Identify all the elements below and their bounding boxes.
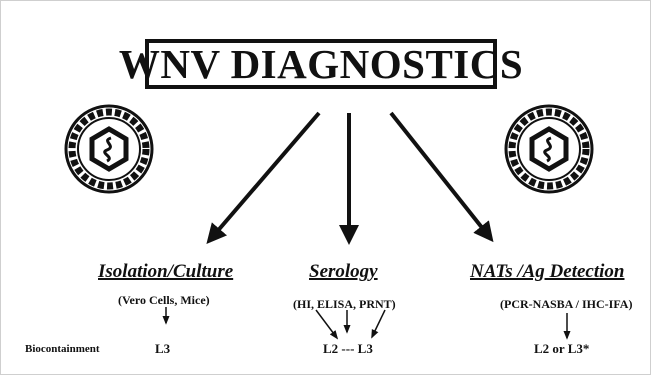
heading-nats-ag-detection: NATs /Ag Detection bbox=[470, 261, 625, 282]
arrow-serology-level-left bbox=[315, 309, 339, 340]
heading-serology: Serology bbox=[309, 261, 378, 282]
title-box: WNV DIAGNOSTICS bbox=[119, 39, 523, 89]
arrow-serology-level-right bbox=[371, 309, 386, 339]
methods-isolation-culture: (Vero Cells, Mice) bbox=[118, 293, 210, 307]
page-title: WNV DIAGNOSTICS bbox=[118, 41, 524, 87]
methods-serology: (HI, ELISA, PRNT) bbox=[293, 297, 396, 311]
level-isolation-culture: L3 bbox=[155, 341, 171, 356]
level-nats-ag-detection: L2 or L3* bbox=[534, 341, 590, 356]
virus-particle-icon bbox=[504, 104, 594, 194]
virus-particle-icon bbox=[64, 104, 154, 194]
methods-nats-ag-detection: (PCR-NASBA / IHC-IFA) bbox=[500, 297, 633, 311]
level-serology: L2 --- L3 bbox=[323, 341, 373, 356]
arrow-to-isolation bbox=[206, 111, 321, 245]
biocontainment-label: Biocontainment bbox=[25, 343, 100, 355]
heading-isolation-culture: Isolation/Culture bbox=[98, 261, 234, 282]
arrow-to-nats bbox=[389, 111, 494, 243]
